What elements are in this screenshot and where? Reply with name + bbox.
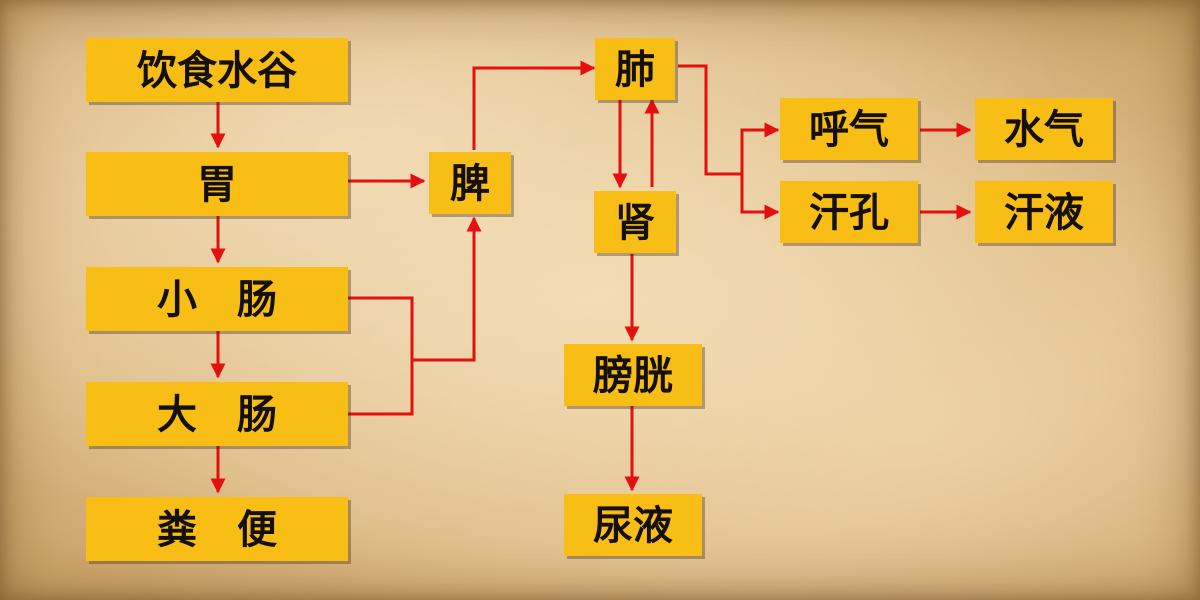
node-pangguang-label: 膀胱 <box>593 353 673 399</box>
node-hankong-label: 汗孔 <box>809 190 889 236</box>
node-fenbian: 粪 便 <box>86 497 351 564</box>
edges <box>210 60 972 494</box>
node-niaoye: 尿液 <box>564 494 705 559</box>
edge-merge-to-pi <box>412 216 482 362</box>
node-xiaochang-label: 小 肠 <box>157 277 277 323</box>
node-fei-label: 肺 <box>615 47 655 93</box>
edge-dachang-to-merge <box>328 360 414 416</box>
nodes: 饮食水谷 胃 小 肠 大 肠 粪 便 脾 <box>86 38 1116 564</box>
edge-pi-to-fei <box>472 60 596 150</box>
node-shuiqi-label: 水气 <box>1004 107 1084 153</box>
node-fei: 肺 <box>595 38 678 103</box>
node-shuiqi: 水气 <box>975 98 1116 163</box>
node-huqi-label: 呼气 <box>809 107 889 153</box>
node-hanye-label: 汗液 <box>1004 190 1084 236</box>
node-fenbian-label: 粪 便 <box>157 507 278 553</box>
node-xiaochang: 小 肠 <box>86 267 351 334</box>
edge-branch-to-huqi <box>740 122 780 174</box>
node-dachang-label: 大 肠 <box>157 392 277 438</box>
node-yinshi-shuigu-label: 饮食水谷 <box>137 48 297 94</box>
edge-xiaochang-to-merge <box>328 296 414 360</box>
node-shen: 肾 <box>594 191 679 256</box>
node-yinshi-shuigu: 饮食水谷 <box>86 38 351 105</box>
node-hanye: 汗液 <box>975 181 1116 246</box>
node-wei-label: 胃 <box>197 162 237 208</box>
edge-fei-to-branch <box>678 64 742 176</box>
node-pangguang: 膀胱 <box>564 344 705 409</box>
node-dachang: 大 肠 <box>86 382 351 449</box>
edge-branch-to-hankong <box>740 174 780 220</box>
node-niaoye-label: 尿液 <box>593 503 673 549</box>
node-shen-label: 肾 <box>615 200 655 246</box>
node-huqi: 呼气 <box>780 98 921 163</box>
node-hankong: 汗孔 <box>780 181 921 246</box>
node-pi-label: 脾 <box>450 161 490 207</box>
node-pi: 脾 <box>429 152 514 217</box>
node-wei: 胃 <box>86 152 351 219</box>
